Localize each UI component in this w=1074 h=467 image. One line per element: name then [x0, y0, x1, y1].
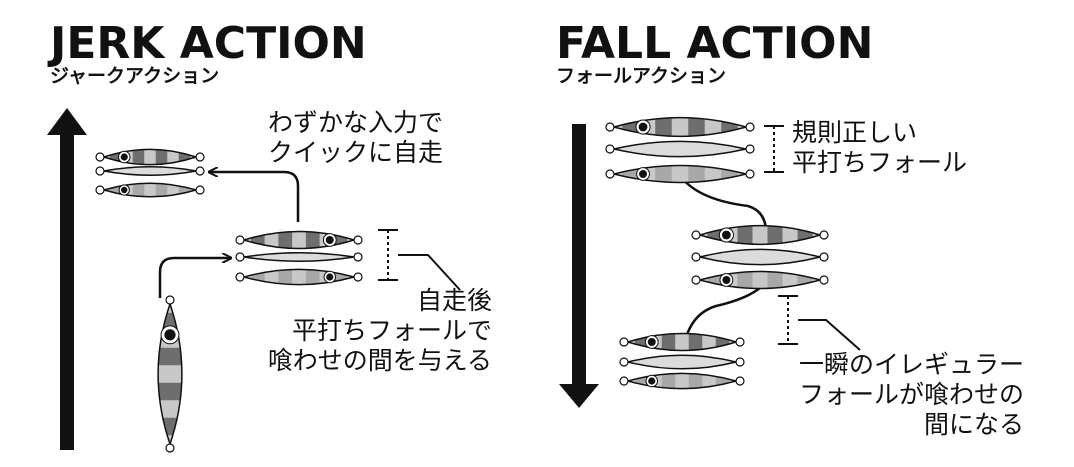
jerk-caption-top-line2: クイックに自走: [268, 138, 444, 167]
jig-icon: [619, 354, 745, 370]
fall-caption-bottom-line3: 間になる: [923, 410, 1024, 439]
jig-icon: [619, 372, 745, 390]
fall-caption-bottom-line2: フォールが喰わせの: [798, 380, 1024, 409]
down-arrow-icon: [559, 124, 599, 408]
fall-caption-top-line1: 規則正しい: [792, 118, 918, 147]
fall-caption-top: 規則正しい 平打ちフォール: [792, 118, 967, 178]
jerk-caption-top: わずかな入力で クイックに自走: [268, 108, 443, 168]
fall-subtitle: フォールアクション: [556, 65, 727, 87]
up-arrow-icon: [47, 108, 87, 450]
fall-arrow-1: [681, 177, 766, 238]
jig-icon: [95, 182, 205, 198]
fall-title-block: FALL ACTION フォールアクション: [556, 18, 874, 87]
jig-icon: [605, 140, 755, 158]
jig-icon: [619, 332, 745, 352]
jerk-arrow-to-top: [210, 172, 300, 222]
fall-caption-bottom-line1: 一瞬のイレギュラー: [798, 350, 1024, 379]
jig-group: [95, 116, 829, 453]
jig-icon: [235, 252, 363, 262]
jig-icon: [691, 248, 829, 266]
jig-icon: [95, 148, 205, 166]
jig-icon: [95, 166, 205, 176]
jerk-caption-bottom: 自走後 平打ちフォールで 喰わせの間を与える: [268, 286, 492, 376]
jerk-caption-bottom-line3: 喰わせの間を与える: [267, 346, 492, 375]
jerk-caption-top-line1: わずかな入力で: [268, 108, 444, 137]
fall-caption-top-line2: 平打ちフォール: [792, 148, 968, 177]
jerk-arrow-to-mid: [158, 258, 230, 298]
fall-caption-bottom: 一瞬のイレギュラー フォールが喰わせの 間になる: [799, 350, 1024, 440]
jerk-title-block: JERK ACTION ジャークアクション: [50, 18, 367, 87]
jerk-caption-bottom-line1: 自走後: [416, 286, 492, 315]
jerk-title: JERK ACTION: [50, 18, 367, 69]
jerk-caption-bottom-line2: 平打ちフォールで: [291, 316, 492, 345]
jerk-subtitle: ジャークアクション: [50, 65, 220, 87]
jig-icon: [605, 164, 755, 184]
bracket-icon: [378, 125, 861, 351]
fall-title: FALL ACTION: [556, 18, 874, 69]
jig-icon: [157, 295, 183, 453]
